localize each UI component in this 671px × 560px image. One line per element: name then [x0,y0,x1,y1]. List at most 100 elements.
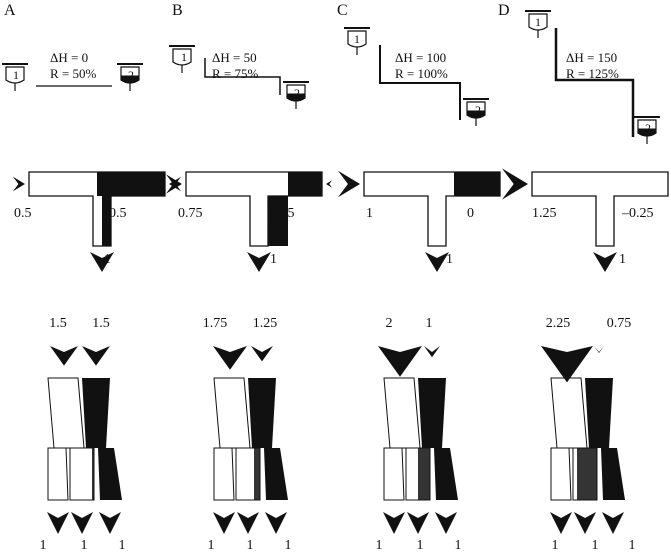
ds-bottom-a-3: 1 [118,538,126,553]
tj-right-a: 0.5 [109,206,127,221]
ratio-d: R = 125% [566,66,619,81]
ds-top-left-b: 1.75 [202,316,228,331]
ds-bottom-d-3: 1 [628,538,636,553]
tj-right-c: 0 [467,206,474,221]
downstream-a-mix [92,448,94,500]
tjunction-b-out-arrow [247,252,271,272]
reservoir-2-a-fluid [120,75,140,84]
tjunction-d-left-arrow [502,168,528,200]
reservoir-1-b-cup [172,48,192,66]
downstream-b-inlet-left [213,377,251,449]
ds-bottom-d-1: 1 [551,538,559,553]
tj-out-b: 1 [270,252,277,267]
tjunction-d-channel [531,171,669,247]
tj-left-d: 1.25 [532,206,557,221]
downstream-b-outlet-1 [213,447,235,501]
ds-top-right-d: 0.75 [606,316,632,331]
downstream-a-in-arrow-right [82,346,110,366]
downstream-d-inlet-left [550,377,588,449]
ds-bottom-a-2: 1 [80,538,88,553]
downstream-a-out-arrow-2 [71,512,93,534]
reservoir-2-c-fluid [466,110,486,119]
tjunction-c-out-arrow [425,252,449,272]
tjunction-a-left-arrow [13,176,25,192]
ds-bottom-c-3: 1 [454,538,462,553]
downstream-c-inlet-left [383,377,421,449]
delta-h-d: ΔH = 150 [566,50,618,65]
downstream-a-outlet-2 [69,447,95,501]
reservoir-1-label-c: 1 [354,32,360,46]
tjunction-b-right-arrow [326,180,332,188]
tj-right-d: –0.25 [622,206,654,221]
ratio-a: R = 50% [50,66,97,81]
ds-bottom-b-1: 1 [207,538,215,553]
reservoir-1-label-d: 1 [535,15,541,29]
downstream-c-outlet-1 [383,447,405,501]
downstream-a-out-arrow-1 [47,512,69,534]
ds-bottom-b-2: 1 [246,538,254,553]
downstream-d-mix [577,448,597,500]
ratio-c: R = 100% [395,66,448,81]
tjunction-c-fluid [454,172,500,196]
tj-left-c: 1 [366,206,373,221]
downstream-d-out-arrow-3 [602,512,624,534]
downstream-d-in-arrow-right [594,346,604,353]
reservoir-2-label-c: 2 [475,103,481,117]
ds-bottom-a-1: 1 [39,538,47,553]
downstream-a-outlet-3 [98,448,122,500]
downstream-c-mix [418,448,430,500]
ds-top-right-a: 1.5 [92,316,110,331]
downstream-c-in-arrow-left [378,346,422,377]
tj-out-d: 1 [619,252,626,267]
downstream-c-out-arrow-2 [407,512,429,534]
ds-top-right-c: 1 [425,316,433,331]
tj-left-b: 0.75 [178,206,203,221]
tjunction-a-fluid [97,172,165,246]
ds-top-left-c: 2 [385,316,393,331]
tj-right-b: 0.25 [270,206,295,221]
downstream-d-in-arrow-left [541,346,593,383]
ds-bottom-d-2: 1 [591,538,599,553]
tjunction-d-out-arrow [593,252,617,272]
downstream-d-out-arrow-2 [574,512,596,534]
delta-h-b: ΔH = 50 [212,50,257,65]
downstream-a-out-arrow-3 [99,512,121,534]
level-line-d [554,28,635,137]
downstream-d-out-arrow-1 [550,512,572,534]
level-line-b [204,58,281,95]
reservoir-1-a-cup [5,66,25,84]
downstream-b-out-arrow-1 [213,512,235,534]
ds-top-left-a: 1.5 [49,316,67,331]
ds-bottom-c-1: 1 [375,538,383,553]
reservoir-2-label-b: 2 [294,86,300,100]
downstream-d-outlet-1 [550,447,572,501]
downstream-a-in-arrow-left [50,346,78,366]
reservoir-2-d-fluid [637,128,657,137]
tj-out-a: 1 [104,252,111,267]
panel-label-a: A [4,2,16,19]
downstream-d-outlet-3 [601,448,625,500]
downstream-c-inlet-right [418,378,446,448]
level-line-c [379,45,461,120]
reservoir-2-b-fluid [286,93,306,102]
downstream-c-in-arrow-right [424,346,440,358]
ds-bottom-c-2: 1 [416,538,424,553]
downstream-c-out-arrow-3 [435,512,457,534]
downstream-a-inlet-right [82,378,110,448]
reservoir-1-c-cup [347,30,367,48]
ds-bottom-b-3: 1 [284,538,292,553]
tjunction-a-out-arrow [90,252,114,272]
ds-top-right-b: 1.25 [252,316,278,331]
ds-top-left-d: 2.25 [545,316,571,331]
reservoir-2-label-a: 2 [128,68,134,82]
downstream-b-out-arrow-3 [265,512,287,534]
downstream-b-in-arrow-right [251,346,273,362]
downstream-a-inlet-left [47,377,85,449]
downstream-b-in-arrow-left [213,346,247,370]
reservoir-1-d-cup [528,13,548,31]
downstream-a-outlet-1 [47,447,69,501]
tjunction-b-left-arrow [166,174,182,194]
ratio-b: R = 75% [212,66,259,81]
